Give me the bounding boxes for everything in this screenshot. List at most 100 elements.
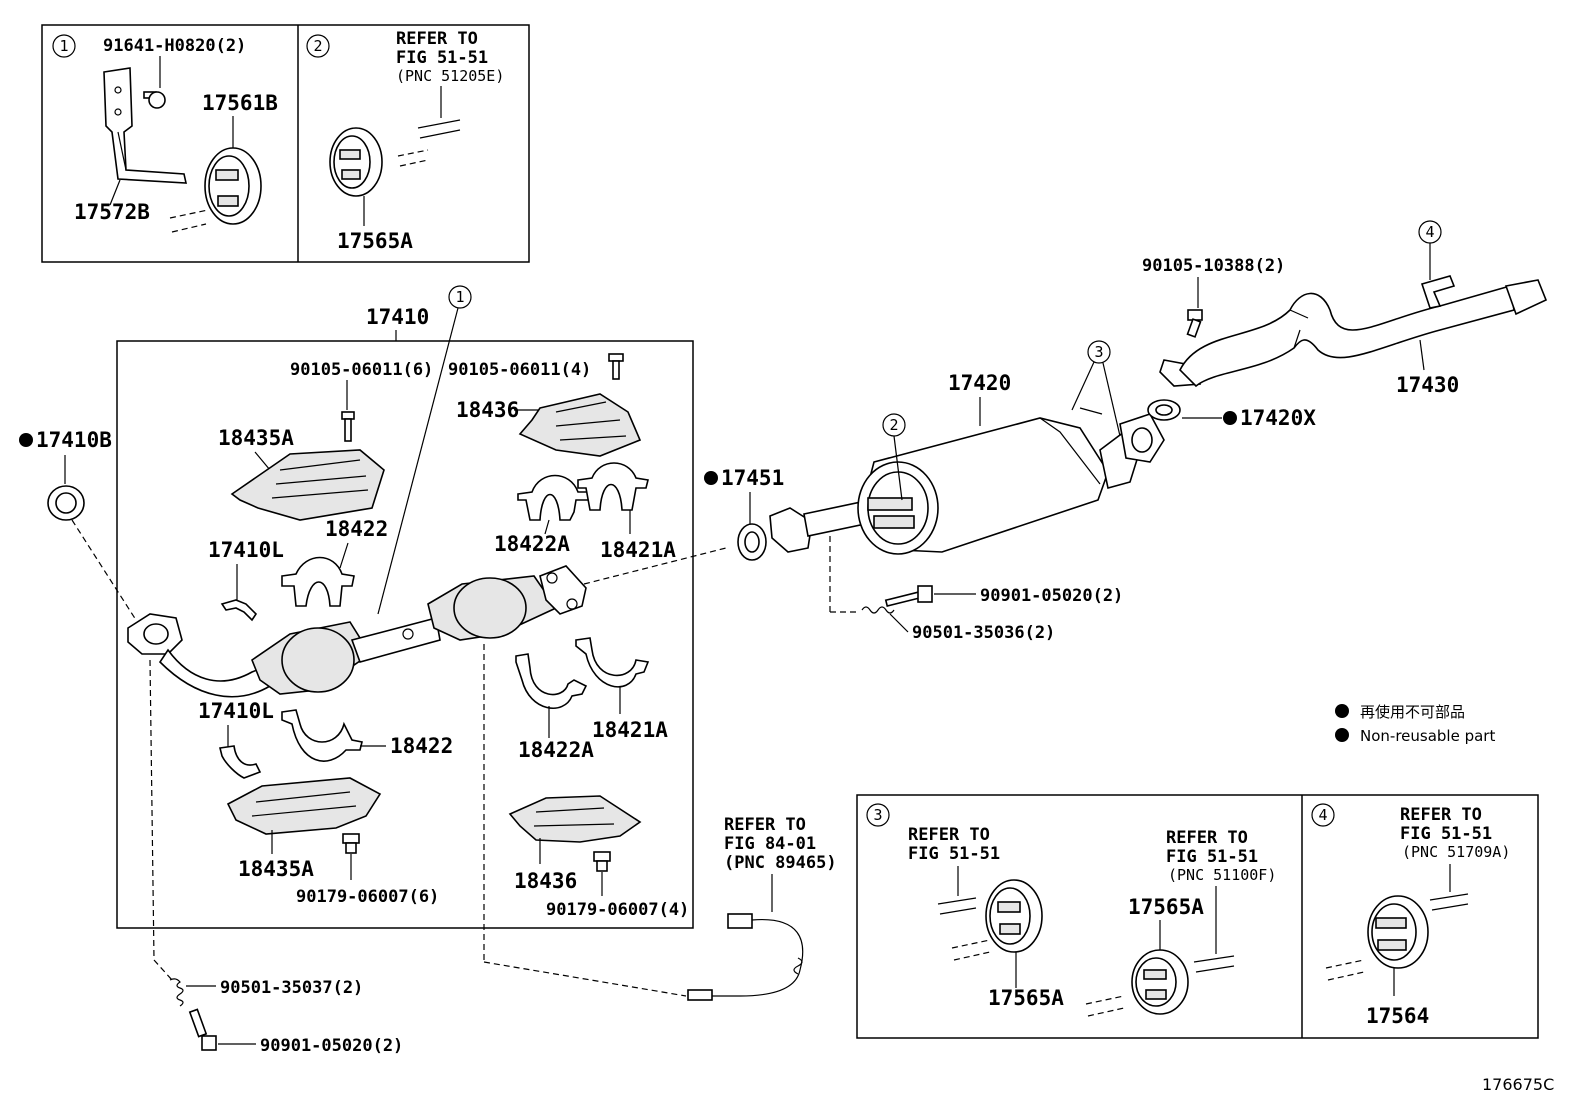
callout-4: 4 — [1425, 223, 1434, 241]
figure-code: 176675C — [1482, 1075, 1554, 1094]
label-17420[interactable]: 17420 — [948, 371, 1011, 395]
bolt-icon — [1186, 309, 1203, 338]
label-inset1-bolt[interactable]: 91641-H0820(2) — [103, 36, 246, 56]
tail-pipe-icon — [1159, 275, 1548, 388]
label-17451[interactable]: 17451 — [721, 466, 784, 490]
bolt-icon — [188, 1008, 217, 1051]
clamp-icon — [517, 474, 592, 521]
non-reusable-dot — [19, 433, 33, 447]
rubber-hanger-icon — [1367, 895, 1429, 969]
inset-2-refer-line1[interactable]: REFER TO — [396, 29, 478, 49]
legend: 再使用不可部品 Non-reusable part — [1335, 703, 1495, 745]
label-17561b[interactable]: 17561B — [202, 91, 278, 115]
heat-insulator-icon — [508, 795, 642, 843]
label-bolt-top-left[interactable]: 90105-06011(6) — [290, 360, 433, 380]
sensor-refer-line2[interactable]: FIG 84-01 — [724, 834, 816, 854]
legend-english: Non-reusable part — [1360, 727, 1495, 745]
inset-4-refer-line3[interactable]: (PNC 51709A) — [1402, 843, 1510, 861]
label-inset3-hanger-b[interactable]: 17565A — [1128, 895, 1204, 919]
label-bolt-bottom[interactable]: 90901-05020(2) — [260, 1036, 403, 1056]
label-17410l-top[interactable]: 17410L — [208, 538, 284, 562]
clamp-icon — [281, 709, 363, 762]
label-bolt-top-right[interactable]: 90105-06011(4) — [448, 360, 591, 380]
inset-3-refer-b-line1[interactable]: REFER TO — [1166, 828, 1248, 848]
callout-3-circle — [1087, 340, 1111, 364]
spring-icon — [861, 606, 895, 614]
inset-4-refer-line1[interactable]: REFER TO — [1400, 805, 1482, 825]
inset-3-marker-circle — [866, 803, 890, 827]
inset-2-refer-line2[interactable]: FIG 51-51 — [396, 48, 488, 68]
inset-4-marker-circle — [1311, 803, 1335, 827]
label-18422-bottom[interactable]: 18422 — [390, 734, 453, 758]
label-18435a-top[interactable]: 18435A — [218, 426, 294, 450]
inset-4: 4 REFER TO FIG 51-51 (PNC 51709A) 17564 — [1311, 803, 1510, 1028]
clamp-icon — [515, 653, 588, 710]
rubber-hanger-icon — [329, 127, 383, 197]
bolt-icon — [608, 353, 624, 380]
gasket-icon — [47, 485, 85, 521]
label-spring-bottom[interactable]: 90501-35037(2) — [220, 978, 363, 998]
oxygen-sensor-icon — [687, 913, 804, 1001]
inset-2-marker-circle — [306, 34, 330, 58]
label-17420x[interactable]: 17420X — [1240, 406, 1316, 430]
label-inset3-hanger-a[interactable]: 17565A — [988, 986, 1064, 1010]
inset-4-marker: 4 — [1318, 806, 1327, 824]
label-18422a-top[interactable]: 18422A — [494, 532, 570, 556]
callout-1-circle — [448, 285, 472, 309]
inset-2-refer-line3[interactable]: (PNC 51205E) — [396, 67, 504, 85]
sensor-refer-line3[interactable]: (PNC 89465) — [724, 853, 837, 873]
inset-3-refer-b-line2[interactable]: FIG 51-51 — [1166, 847, 1258, 867]
callout-2: 2 — [889, 416, 898, 434]
heat-insulator-icon — [230, 449, 385, 521]
label-bolt-mid[interactable]: 90901-05020(2) — [980, 586, 1123, 606]
label-18421a-top[interactable]: 18421A — [600, 538, 676, 562]
inset-3-refer-a-line2[interactable]: FIG 51-51 — [908, 844, 1000, 864]
nut-icon — [342, 833, 360, 854]
front-pipe-group-box — [116, 340, 694, 929]
sensor-refer-line1[interactable]: REFER TO — [724, 815, 806, 835]
inset-3-refer-b-line3[interactable]: (PNC 51100F) — [1168, 866, 1276, 884]
clamp-icon — [220, 599, 258, 622]
inset-3-refer-a-line1[interactable]: REFER TO — [908, 825, 990, 845]
inset-3-4-box — [856, 794, 1539, 1039]
label-17430[interactable]: 17430 — [1396, 373, 1459, 397]
inset-2-marker: 2 — [313, 37, 322, 55]
clamp-icon — [577, 462, 649, 511]
rubber-hanger-icon — [204, 147, 262, 225]
non-reusable-dot — [704, 471, 718, 485]
callout-1: 1 — [455, 288, 464, 306]
inset-4-refer-line2[interactable]: FIG 51-51 — [1400, 824, 1492, 844]
hanger-bracket-icon — [103, 67, 188, 184]
bolt-icon — [884, 585, 933, 607]
inset-1-marker: 1 — [59, 37, 68, 55]
heat-insulator-icon — [518, 393, 642, 457]
label-nut-left[interactable]: 90179-06007(6) — [296, 887, 439, 907]
inset-1-2-box — [41, 24, 530, 263]
inset-3-marker: 3 — [873, 806, 882, 824]
bolt-icon — [143, 91, 166, 109]
clamp-icon — [219, 745, 262, 779]
label-18436-top[interactable]: 18436 — [456, 398, 519, 422]
label-inset2-17565a[interactable]: 17565A — [337, 229, 413, 253]
label-nut-right[interactable]: 90179-06007(4) — [546, 900, 689, 920]
front-exhaust-pipe — [127, 565, 587, 698]
rubber-hanger-icon — [985, 879, 1043, 953]
inset-1: 1 91641-H0820(2) 17561B 17572B 17561B — [52, 34, 278, 233]
label-spring-mid[interactable]: 90501-35036(2) — [912, 623, 1055, 643]
legend-japanese: 再使用不可部品 — [1360, 703, 1465, 721]
label-18436-bottom[interactable]: 18436 — [514, 869, 577, 893]
label-18435a-bottom[interactable]: 18435A — [238, 857, 314, 881]
inset-1-marker-circle — [52, 34, 76, 58]
label-18422-top[interactable]: 18422 — [325, 517, 388, 541]
clamp-icon — [281, 556, 355, 607]
label-18421a-bottom[interactable]: 18421A — [592, 718, 668, 742]
label-18422a-bottom[interactable]: 18422A — [518, 738, 594, 762]
label-17410l-bottom[interactable]: 17410L — [198, 699, 274, 723]
label-inset4-17564[interactable]: 17564 — [1366, 1004, 1429, 1028]
label-17572b[interactable]: 17572B — [74, 200, 150, 224]
label-bolt-tail[interactable]: 90105-10388(2) — [1142, 256, 1285, 276]
callout-3: 3 — [1094, 343, 1103, 361]
label-17410[interactable]: 17410 — [366, 305, 429, 329]
spring-icon — [169, 978, 184, 1007]
label-17410b[interactable]: 17410B — [36, 428, 112, 452]
